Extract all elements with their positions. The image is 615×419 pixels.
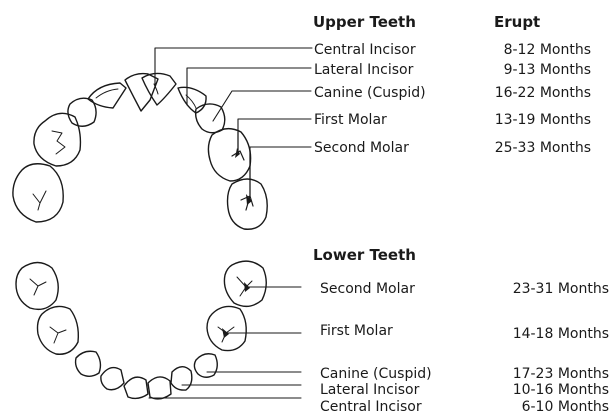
upper-right-second-molar: [13, 164, 63, 222]
lower-erupt-value: 6-10 Months: [522, 399, 609, 415]
lower-right-lateral-incisor: [101, 368, 124, 390]
lower-erupt-value: 23-31 Months: [513, 281, 609, 297]
upper-tooth-label: Canine (Cuspid): [314, 85, 426, 101]
lower-right-first-molar: [38, 306, 79, 354]
upper-erupt-value: 16-22 Months: [495, 85, 591, 101]
lower-tooth-label: Canine (Cuspid): [320, 366, 432, 382]
upper-tooth-label: Second Molar: [314, 140, 409, 156]
lower-erupt-value: 14-18 Months: [513, 326, 609, 342]
lower-erupt-value: 10-16 Months: [513, 382, 609, 398]
lower-right-second-molar: [16, 263, 58, 310]
upper-erupt-value: 25-33 Months: [495, 140, 591, 156]
lower-tooth-label: Second Molar: [320, 281, 415, 297]
upper-erupt-value: 9-13 Months: [504, 62, 591, 78]
upper-erupt-value: 8-12 Months: [504, 42, 591, 58]
upper-left-first-molar: [208, 129, 250, 181]
upper-right-central-incisor: [125, 74, 158, 111]
upper-tooth-label: Lateral Incisor: [314, 62, 413, 78]
lower-left-central-incisor: [148, 377, 171, 399]
upper-teeth-heading: Upper Teeth: [313, 14, 416, 30]
upper-erupt-value: 13-19 Months: [495, 112, 591, 128]
erupt-heading: Erupt: [494, 14, 540, 30]
lower-right-canine: [76, 351, 101, 376]
upper-left-canine: [196, 104, 225, 133]
lower-tooth-label: Lateral Incisor: [320, 382, 419, 398]
upper-tooth-label: Central Incisor: [314, 42, 416, 58]
lower-tooth-label: Central Incisor: [320, 399, 422, 415]
lower-left-canine: [194, 354, 217, 378]
upper-arch: [13, 48, 312, 229]
lower-arch: [16, 261, 301, 399]
upper-right-first-molar: [34, 113, 81, 166]
lower-erupt-value: 17-23 Months: [513, 366, 609, 382]
lower-tooth-label: First Molar: [320, 323, 393, 339]
lower-left-lateral-incisor: [171, 367, 192, 390]
lower-left-first-molar: [207, 306, 246, 350]
upper-tooth-label: First Molar: [314, 112, 387, 128]
lower-teeth-heading: Lower Teeth: [313, 247, 416, 263]
lower-right-central-incisor: [124, 377, 148, 398]
upper-left-central-incisor: [142, 73, 176, 105]
upper-left-lateral-incisor: [178, 87, 206, 113]
